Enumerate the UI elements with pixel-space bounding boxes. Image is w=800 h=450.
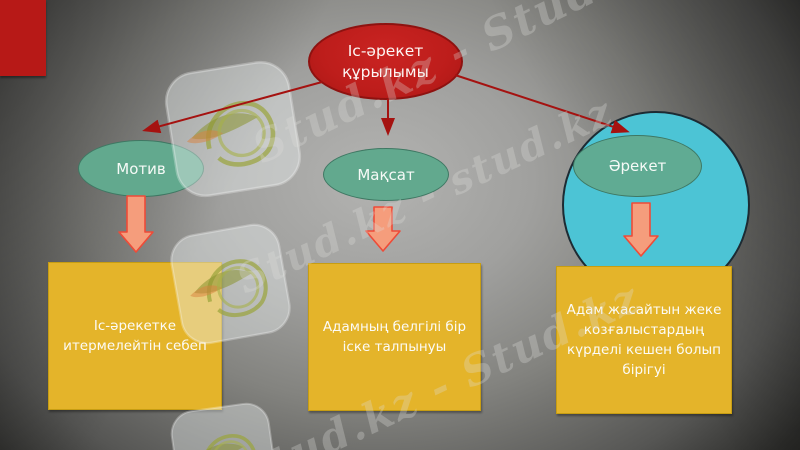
description-text: Іс-әрекетке итермелейтін себеп — [63, 317, 207, 354]
description-text: Адам жасайтын жеке козғалыстардың күрдел… — [566, 301, 722, 379]
branch-label: Әрекет — [608, 157, 667, 175]
corner-accent-rect — [0, 0, 46, 76]
branch-node-areket: Әрекет — [573, 135, 702, 197]
branch-node-motiv: Мотив — [78, 140, 204, 197]
stud-kz-logo-watermark-icon — [170, 402, 278, 450]
root-node-label: Іс-әрекет құрылымы — [342, 42, 429, 81]
branch-node-maqsat: Мақсат — [323, 148, 449, 201]
branch-label: Мақсат — [357, 165, 415, 184]
description-text: Адамның белгілі бір іске талпынуы — [322, 318, 467, 355]
description-box-motiv: Іс-әрекетке итермелейтін себеп — [48, 262, 222, 410]
root-node-ellipse: Іс-әрекет құрылымы — [308, 23, 463, 100]
down-arrow-icon — [118, 195, 154, 253]
stud-kz-logo-watermark-icon — [170, 223, 291, 345]
description-box-maqsat: Адамның белгілі бір іске талпынуы — [308, 263, 481, 411]
description-box-areket: Адам жасайтын жеке козғалыстардың күрдел… — [556, 266, 732, 414]
branch-label: Мотив — [116, 159, 166, 178]
